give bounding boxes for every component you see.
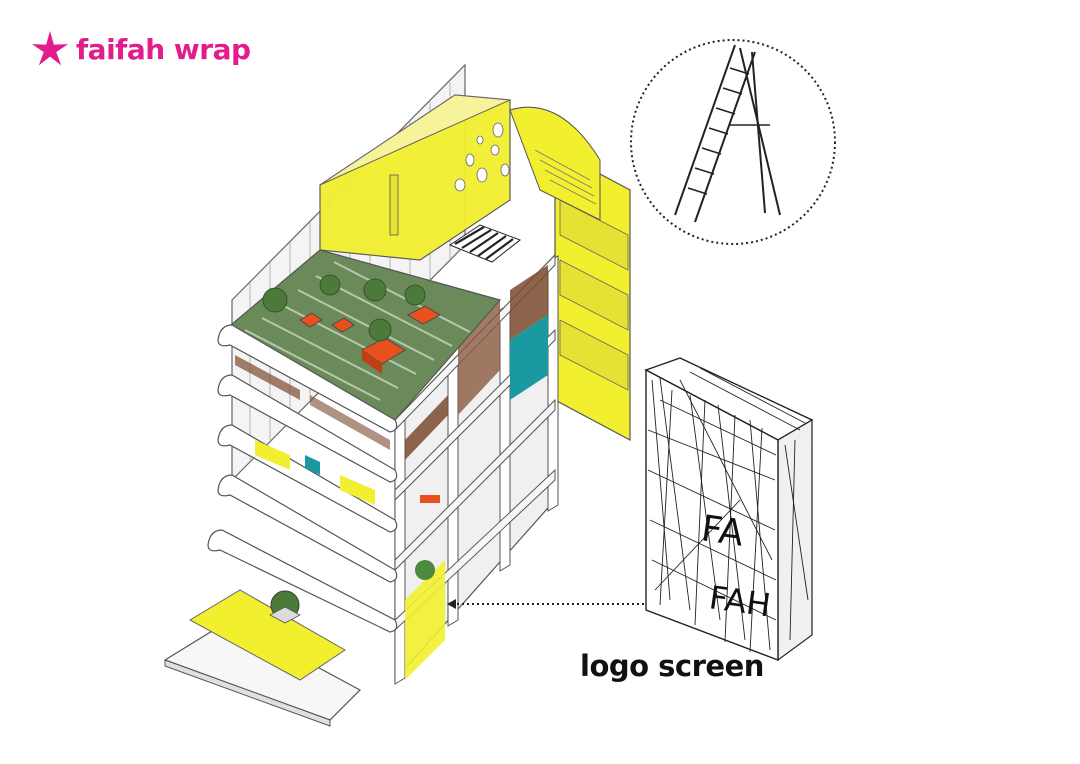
balcony-interiors [235,355,390,505]
main-frame [394,253,559,685]
checkered-table [448,224,522,263]
ladder-detail [630,39,836,245]
ladder-icon [674,44,781,223]
logo-screen-caption: logo screen [580,649,764,683]
logo-screen-panel: FA FAH [644,357,814,662]
panel-text-bottom: FAH [707,578,773,624]
right-yellow-facade [509,106,631,441]
balconies [207,324,398,633]
brand-logo: faifah wrap [30,30,251,70]
panel-text-top: FA [699,508,747,555]
asterisk-star-icon [31,31,69,66]
logo-screen-leader [447,599,645,609]
orange-planters [299,305,441,374]
rooftop-room [319,94,522,263]
trees [262,274,426,342]
ground-planter [269,590,301,624]
ground-plinth [163,589,361,727]
brand-name: faifah wrap [76,33,251,66]
green-roof [223,249,502,421]
